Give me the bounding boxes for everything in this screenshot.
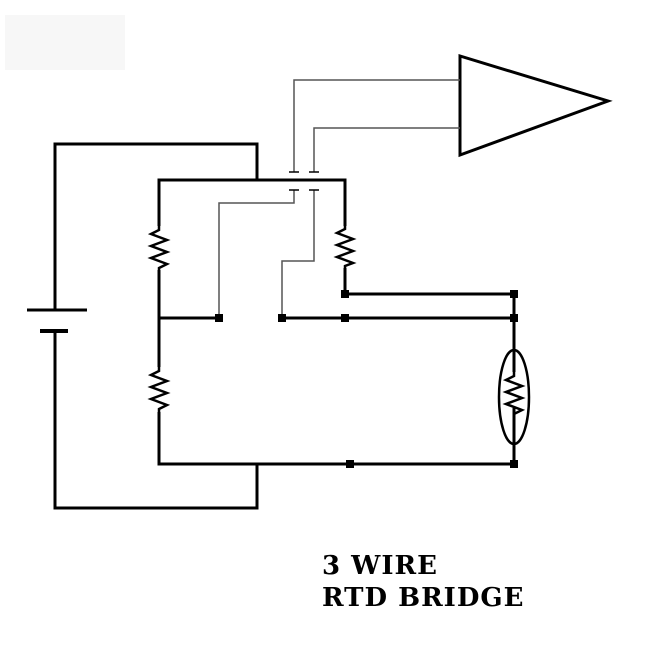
resistor-top-right <box>333 226 357 268</box>
battery <box>27 142 259 510</box>
rtd-resistor <box>502 372 526 417</box>
node-bottom-mid <box>346 460 354 468</box>
bridge-bottom-rail <box>157 408 516 466</box>
battery-negative-wire <box>53 331 259 510</box>
amplifier-triangle <box>458 53 613 158</box>
background-smudge <box>5 15 125 70</box>
caption-line-2: RTD BRIDGE <box>322 583 525 613</box>
amplifier <box>293 53 613 172</box>
sense-leads <box>218 171 319 318</box>
node-rtd-top-junction <box>510 314 518 322</box>
resistor-top-left <box>147 226 171 270</box>
sense-lead-right <box>281 190 315 318</box>
node-left-tap <box>215 314 223 322</box>
resistor-bottom-left <box>147 367 171 412</box>
node-right-tap <box>341 314 349 322</box>
node-center-tap <box>278 314 286 322</box>
node-rtd-upper-corner <box>510 290 518 298</box>
amplifier-input-wire-1 <box>293 79 460 172</box>
node-right-upper <box>341 290 349 298</box>
node-rtd-bottom <box>510 460 518 468</box>
sense-lead-left <box>218 190 295 318</box>
bridge-right-upper-wire <box>343 268 516 372</box>
junction-nodes <box>215 290 518 468</box>
battery-positive-wire <box>53 142 259 310</box>
amplifier-input-wire-2 <box>313 127 460 172</box>
rtd-outline <box>497 348 531 446</box>
rtd-sensor <box>497 348 531 446</box>
caption-line-1: 3 WIRE <box>322 551 438 581</box>
bridge-frame <box>157 178 516 466</box>
bridge-top-rail <box>157 178 347 226</box>
